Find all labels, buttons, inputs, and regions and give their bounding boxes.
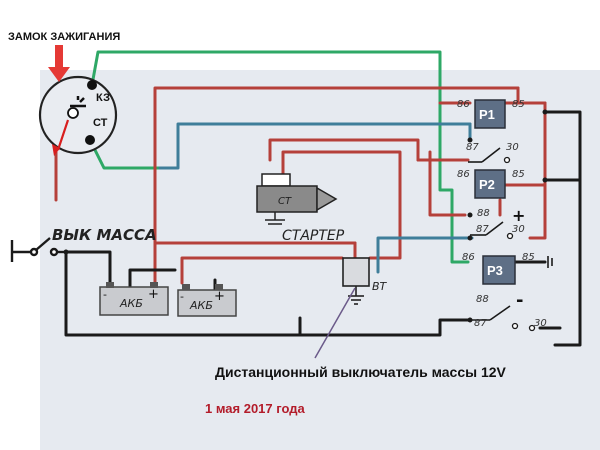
battery-2-minus: - — [180, 290, 184, 303]
junction-dots — [63, 109, 548, 323]
ignition-title: ЗАМОК ЗАЖИГАНИЯ — [8, 31, 120, 43]
r1-pin-30: 30 — [506, 142, 519, 153]
r2-pin-85: 85 — [512, 169, 525, 180]
ground-switch-label: ВЫК МАССА — [52, 226, 157, 244]
terminal-kz-label: КЗ — [96, 92, 110, 104]
r2-pin-88: 88 — [477, 208, 490, 219]
diagram-caption: Дистанционный выключатель массы 12V — [215, 364, 506, 380]
pointer-line — [314, 287, 356, 359]
battery-2 — [177, 284, 237, 317]
r2-pin-87: 87 — [476, 224, 489, 235]
ignition-switch — [38, 75, 118, 156]
r3-pin-86: 86 — [462, 252, 475, 263]
r3-sign: - — [516, 290, 523, 311]
battery-2-label: АКБ — [189, 299, 213, 312]
r2-pin-30: 30 — [512, 224, 525, 235]
r3-pin-85: 85 — [522, 252, 535, 263]
ground-switch — [10, 237, 66, 262]
paper-sheet — [40, 70, 600, 450]
vt-label: ВТ — [372, 280, 388, 293]
relay-2-name: Р2 — [479, 177, 495, 192]
blue-wires — [158, 122, 474, 274]
relay-1 — [468, 99, 511, 164]
battery-2-plus: + — [214, 289, 225, 304]
starter-body-label: СТ — [278, 196, 292, 207]
relay-3-name: Р3 — [487, 263, 503, 278]
terminal-st-label: СТ — [93, 117, 108, 129]
arrow-icon — [48, 45, 70, 82]
r3-pin-88: 88 — [476, 294, 489, 305]
starter-motor — [256, 173, 338, 225]
relay-3 — [470, 255, 553, 332]
r1-pin-87: 87 — [466, 142, 479, 153]
r3-pin-30: 30 — [534, 318, 547, 329]
r2-pin-86: 86 — [457, 169, 470, 180]
r1-pin-85: 85 — [512, 99, 525, 110]
battery-1-label: АКБ — [119, 297, 143, 310]
vt-switch — [342, 257, 370, 305]
r3-pin-87: 87 — [474, 318, 487, 329]
r2-sign: + — [512, 206, 525, 225]
r1-pin-86: 86 — [457, 99, 470, 110]
relay-1-name: Р1 — [479, 107, 495, 122]
starter-label: СТАРТЕР — [282, 228, 345, 244]
battery-1-minus: - — [103, 288, 107, 301]
battery-1-plus: + — [148, 287, 159, 302]
relay-2 — [470, 169, 514, 240]
battery-1 — [99, 282, 169, 316]
diagram-date: 1 мая 2017 года — [205, 401, 305, 416]
